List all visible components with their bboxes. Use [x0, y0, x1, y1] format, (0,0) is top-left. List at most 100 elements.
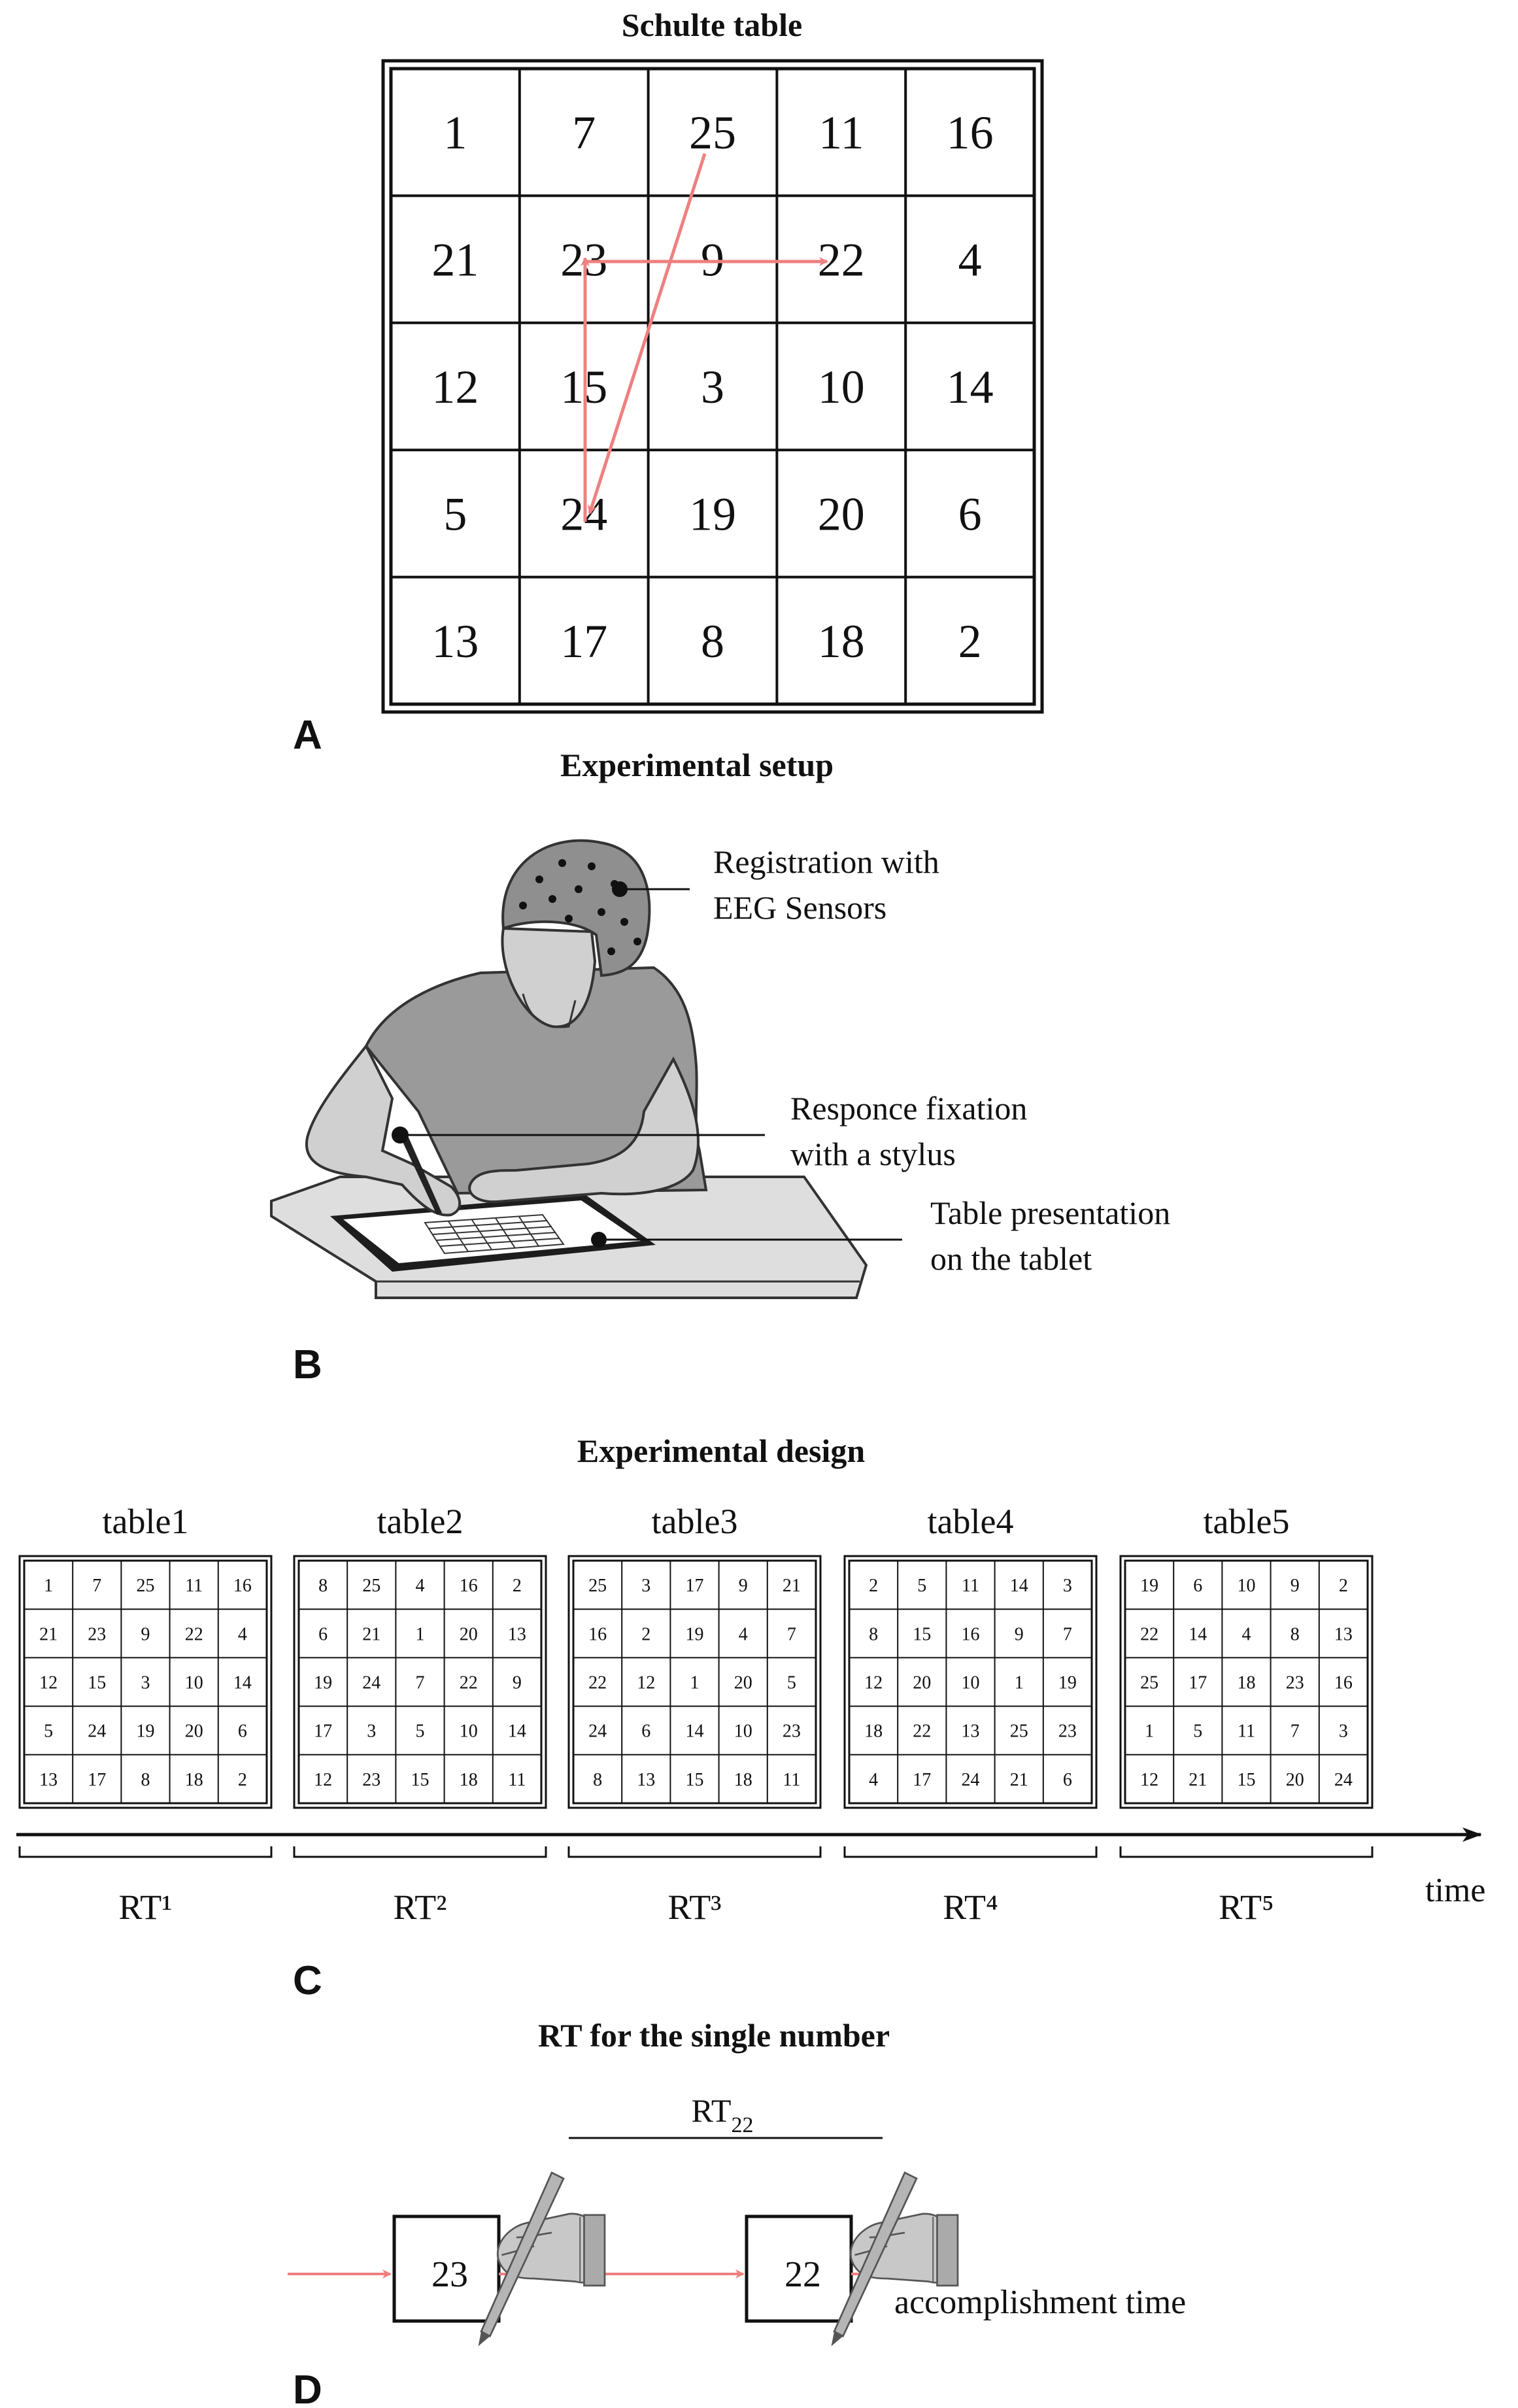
table-cell: 7: [92, 1576, 101, 1596]
table-cell: 13: [637, 1770, 655, 1790]
table-cell: 24: [1334, 1770, 1353, 1790]
table-cell: 23: [783, 1721, 801, 1742]
table-name: table3: [652, 1502, 738, 1541]
table-outer-frame: [18, 1555, 273, 1809]
schulte-cell: 17: [560, 615, 607, 668]
table-cell: 1: [416, 1624, 425, 1644]
table-cell: 7: [416, 1673, 425, 1693]
schulte-cell: 3: [701, 361, 724, 413]
table-cell: 14: [1010, 1576, 1028, 1596]
schulte-cell: 16: [947, 107, 994, 159]
table-cell: 3: [367, 1721, 376, 1742]
table-cell: 20: [1286, 1770, 1304, 1790]
table-cell: 22: [1140, 1624, 1158, 1644]
table-outer-frame: [567, 1555, 822, 1809]
schulte-cell: 7: [572, 107, 596, 159]
table-cell: 10: [962, 1673, 980, 1693]
table-cell: 15: [411, 1770, 430, 1790]
table-cell: 21: [1189, 1770, 1207, 1790]
table-cell: 11: [783, 1770, 800, 1790]
table-cell: 24: [362, 1673, 380, 1693]
table-cell: 2: [641, 1624, 650, 1644]
callout-eeg-line1: Registration with: [713, 843, 939, 880]
table-cell: 3: [1063, 1576, 1072, 1596]
table-cell: 14: [233, 1673, 252, 1693]
table-cell: 16: [460, 1576, 478, 1596]
table-cell: 2: [513, 1576, 522, 1596]
table-cell: 14: [508, 1721, 526, 1742]
table-cell: 19: [137, 1721, 155, 1742]
schulte-cell: 11: [818, 107, 864, 159]
table-cell: 25: [1010, 1721, 1028, 1742]
rt-label: RT⁴: [943, 1888, 998, 1927]
panel-c-label: C: [293, 1958, 322, 2003]
table-cell: 8: [1290, 1624, 1300, 1644]
table-cell: 4: [416, 1576, 425, 1596]
table-cell: 25: [1140, 1673, 1158, 1693]
callout-eeg-line2: EEG Sensors: [713, 889, 886, 926]
table-cell: 20: [460, 1624, 478, 1644]
table-cell: 18: [460, 1770, 478, 1790]
table-cell: 7: [787, 1624, 796, 1644]
table-cell: 1: [1145, 1721, 1154, 1742]
rt-label: RT¹: [119, 1888, 173, 1927]
table-cell: 21: [39, 1624, 58, 1644]
table-cell: 10: [734, 1721, 752, 1742]
table-cell: 20: [913, 1673, 931, 1693]
panel-a-label: A: [293, 713, 322, 758]
table-cell: 9: [739, 1576, 748, 1596]
table-cell: 22: [588, 1673, 607, 1693]
schulte-cell: 5: [443, 488, 467, 540]
table-name: table2: [377, 1502, 464, 1541]
table-cell: 13: [1334, 1624, 1353, 1644]
rt-bracket: [567, 1846, 822, 1858]
table-cell: 24: [588, 1721, 607, 1742]
table-cell: 14: [1189, 1624, 1207, 1644]
schulte-cell: 14: [947, 361, 994, 413]
panel-c-title: Experimental design: [577, 1433, 865, 1469]
table-cell: 10: [460, 1721, 478, 1742]
rt-label: RT³: [668, 1888, 722, 1927]
table-cell: 16: [233, 1576, 252, 1596]
rt-bracket: [18, 1846, 273, 1858]
panel-b-label: B: [293, 1342, 322, 1387]
table-cell: 7: [1290, 1721, 1300, 1742]
schulte-cell: 21: [431, 234, 479, 286]
schulte-cell: 2: [958, 615, 982, 668]
table-cell: 18: [185, 1770, 203, 1790]
table-cell: 1: [690, 1673, 700, 1693]
panel-b-title: Experimental setup: [560, 747, 834, 783]
table-cell: 19: [314, 1673, 332, 1693]
rt-bracket: [843, 1846, 1098, 1858]
table-cell: 4: [1242, 1624, 1251, 1644]
search-path-arrows: [581, 153, 828, 522]
table-cell: 5: [917, 1576, 926, 1596]
table-cell: 16: [1334, 1673, 1353, 1693]
table-cell: 15: [913, 1624, 931, 1644]
table-cell: 9: [1015, 1624, 1024, 1644]
table-cell: 5: [44, 1721, 53, 1742]
table-name: table4: [928, 1502, 1014, 1541]
callout-stylus-line2: with a stylus: [790, 1136, 956, 1172]
experimental-setup-illustration: [270, 839, 868, 1299]
table-cell: 11: [962, 1576, 979, 1596]
table-cell: 11: [185, 1576, 203, 1596]
table-cell: 8: [141, 1770, 150, 1790]
table-cell: 8: [869, 1624, 878, 1644]
table-cell: 21: [1010, 1770, 1028, 1790]
eeg-sensors: [519, 859, 641, 955]
number-box-1: [392, 2214, 501, 2323]
table-cell: 4: [238, 1624, 247, 1644]
table-cell: 24: [88, 1721, 106, 1742]
table-cell: 5: [787, 1673, 796, 1693]
table-cell: 18: [864, 1721, 883, 1742]
table-cell: 8: [318, 1576, 328, 1596]
panel-b: Experimental setup: [270, 747, 1170, 1387]
table-cell: 17: [88, 1770, 106, 1790]
right-arm: [468, 1056, 700, 1204]
table-cell: 18: [734, 1770, 752, 1790]
table-cell: 18: [1238, 1673, 1256, 1693]
table-inner-frame: [572, 1559, 817, 1805]
